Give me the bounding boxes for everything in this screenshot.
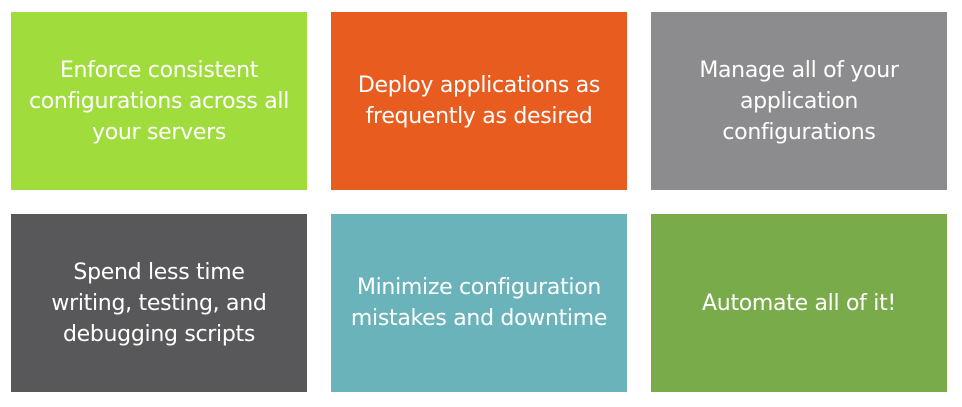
tile-line: configurations across all [28,88,290,114]
tile-line: Manage all of your [699,57,899,83]
tile-text: Spend less time writing, testing, and de… [51,257,266,350]
tile-manage-configurations: Manage all of your application configura… [651,12,947,190]
tile-deploy-applications: Deploy applications as frequently as des… [331,12,627,190]
tile-line: Automate all of it! [702,290,896,316]
tile-line: writing, testing, and [51,290,267,316]
tile-text: Minimize configuration mistakes and down… [350,272,608,334]
tile-automate: Automate all of it! [651,214,947,392]
tile-consistent-configurations: Enforce consistent configurations across… [11,12,307,190]
tile-text: Deploy applications as frequently as des… [358,70,600,132]
tile-line: debugging scripts [62,321,255,347]
tile-spend-less-time: Spend less time writing, testing, and de… [11,214,307,392]
tile-text: Automate all of it! [702,288,896,319]
tile-line: your servers [92,119,226,145]
tile-line: application configurations [722,88,876,145]
tile-line: Deploy applications as [357,73,601,98]
tile-text: Enforce consistent configurations across… [29,55,289,148]
tile-line: Minimize configuration [356,275,602,300]
tile-line: Enforce consistent [59,57,259,83]
tile-line: Spend less time [73,259,245,285]
tile-text: Manage all of your application configura… [661,55,937,148]
tile-minimize-mistakes: Minimize configuration mistakes and down… [331,214,627,392]
tile-line: mistakes and downtime [350,306,608,331]
tile-line: frequently as desired [365,104,593,129]
